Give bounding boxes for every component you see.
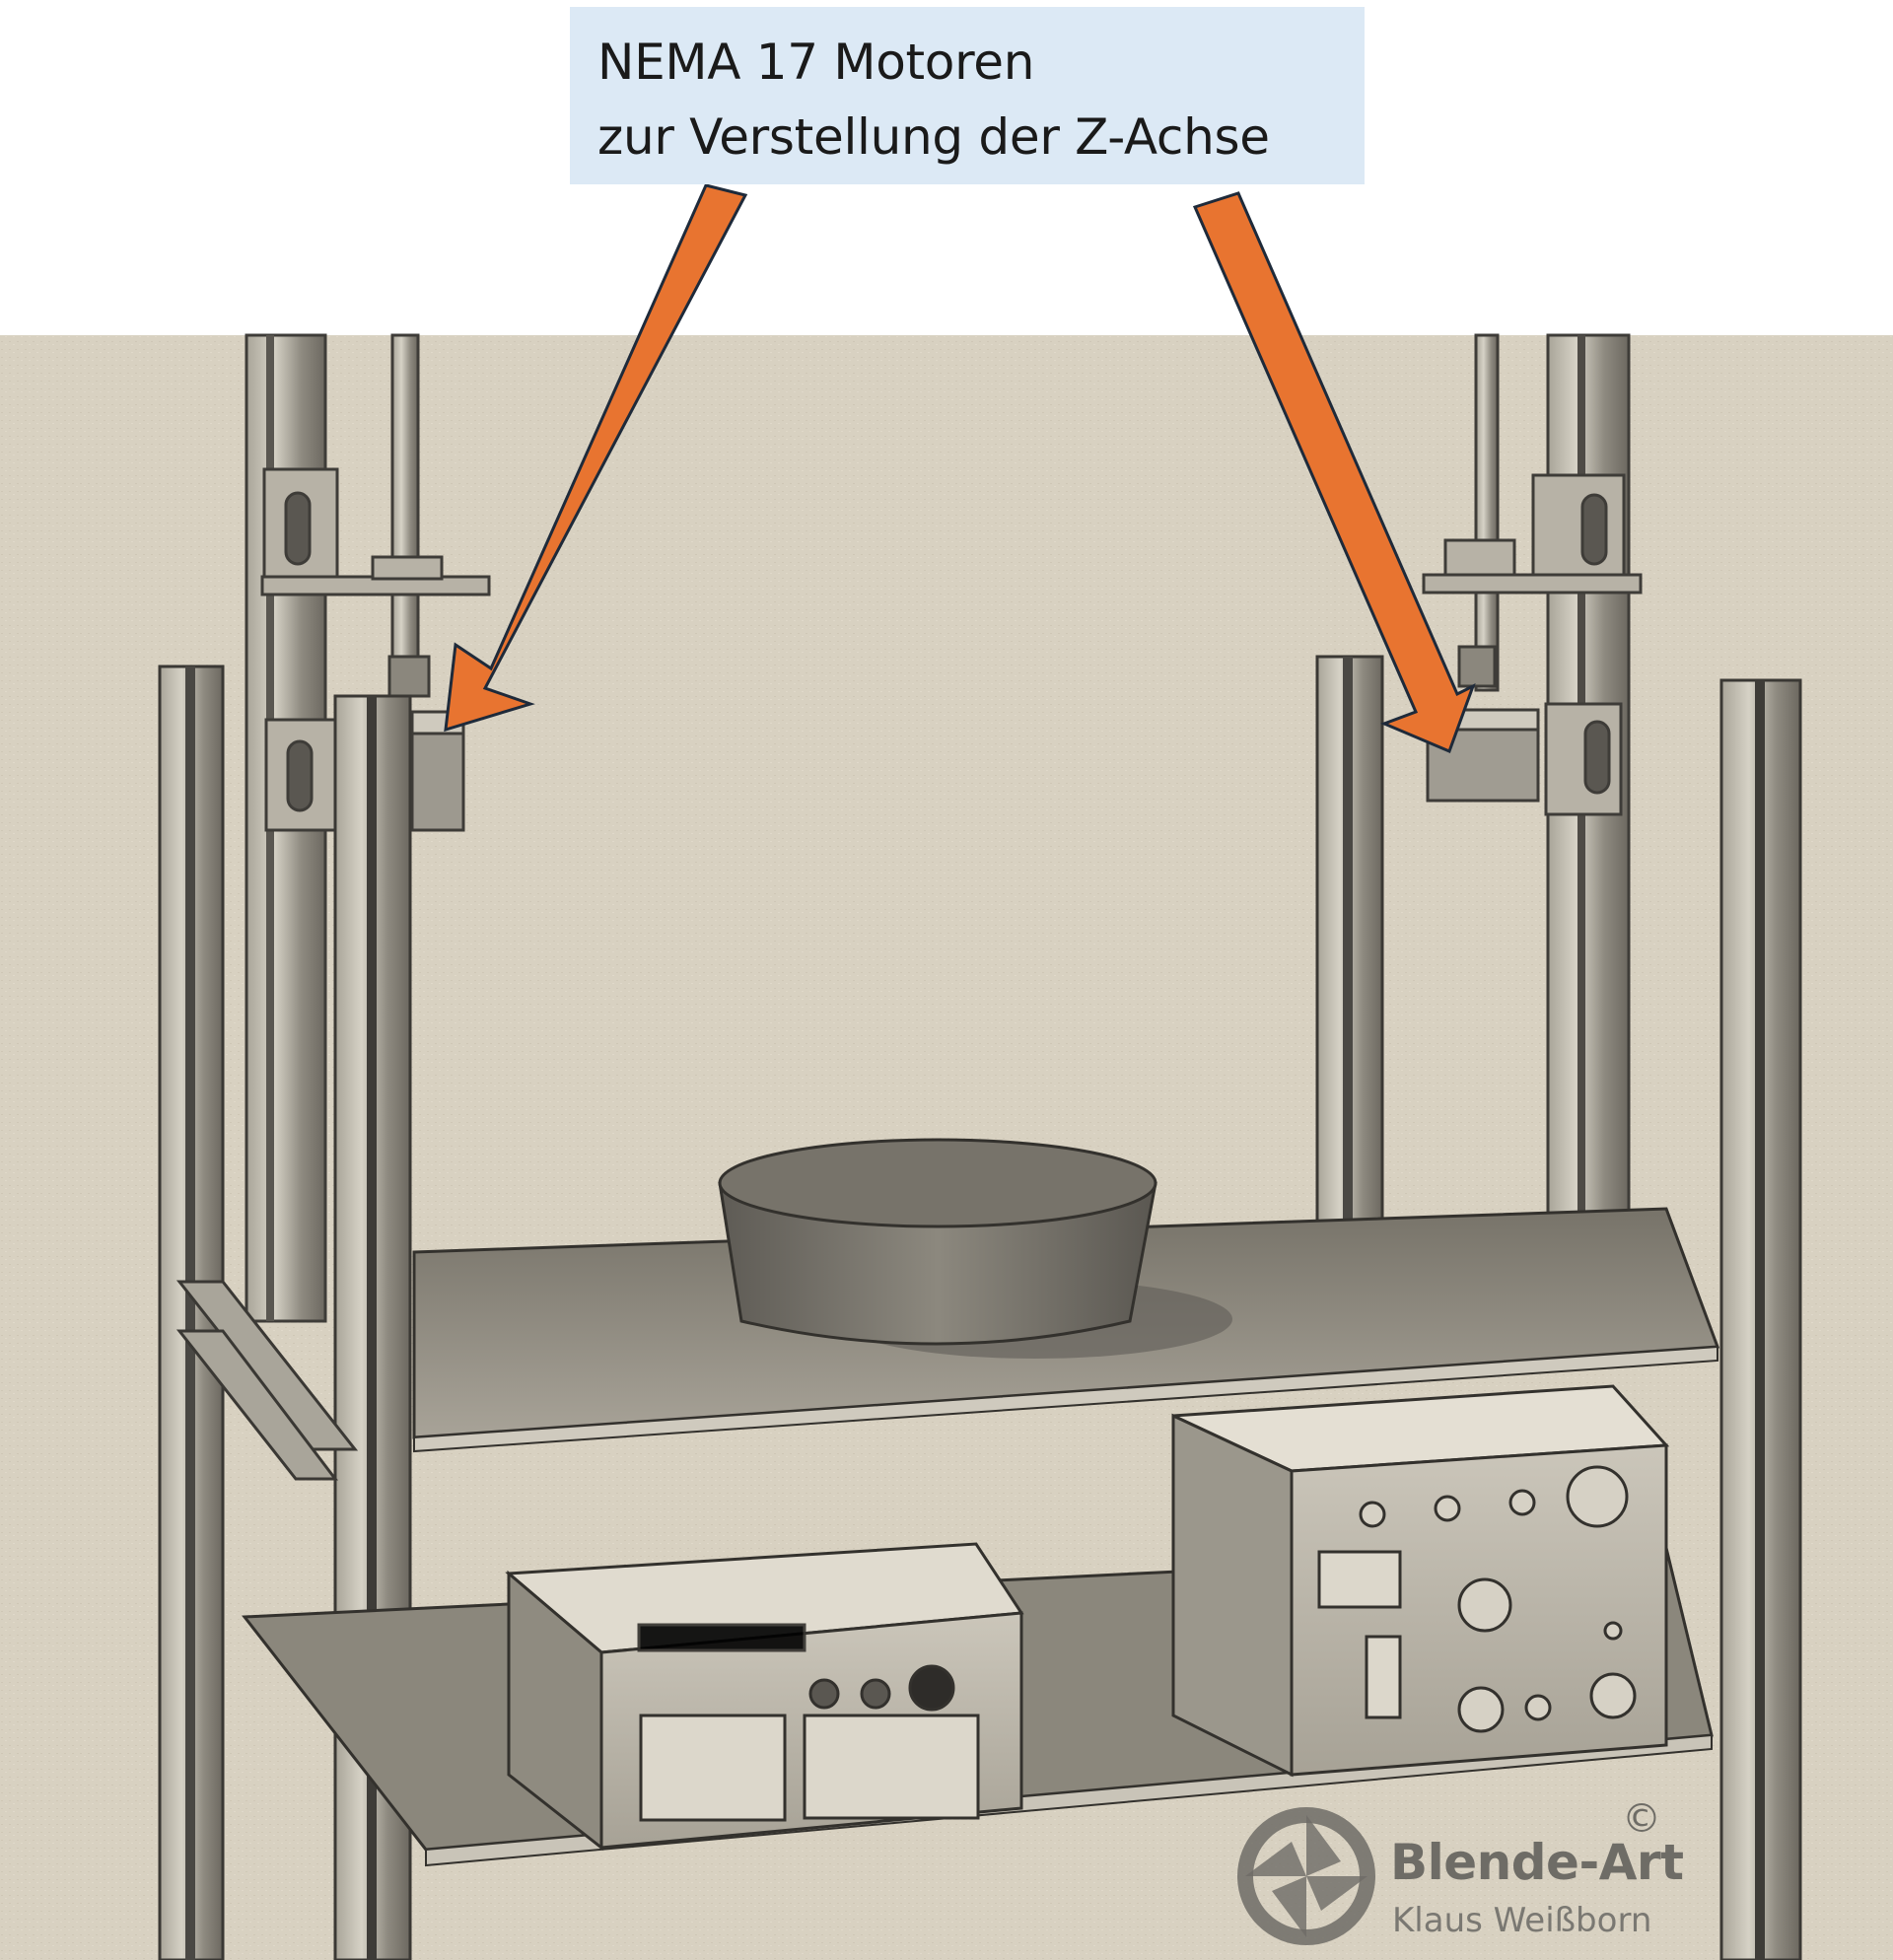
front-right-post — [1315, 655, 1802, 1960]
left-arrow — [444, 183, 748, 733]
watermark-author: Klaus Weißborn — [1392, 1901, 1652, 1940]
left-cross-brace — [175, 1280, 359, 1481]
right-control-box — [1171, 1384, 1670, 1778]
watermark: Blende-Art Klaus Weißborn © — [1223, 1792, 1684, 1960]
upper-left-bracket — [260, 467, 491, 832]
watermark-title: Blende-Art — [1390, 1834, 1684, 1891]
upper-right-bracket — [1422, 473, 1643, 816]
copyright-symbol: © — [1622, 1796, 1661, 1842]
callout-line-1: NEMA 17 Motoren — [597, 34, 1035, 91]
callout-line-2: zur Verstellung der Z-Achse — [597, 108, 1270, 166]
right-arrow — [1192, 191, 1476, 753]
aperture-logo-icon — [1237, 1807, 1375, 1945]
left-control-box — [505, 1542, 1024, 1852]
callout-box: NEMA 17 Motoren zur Verstellung der Z-Ac… — [570, 7, 1365, 184]
